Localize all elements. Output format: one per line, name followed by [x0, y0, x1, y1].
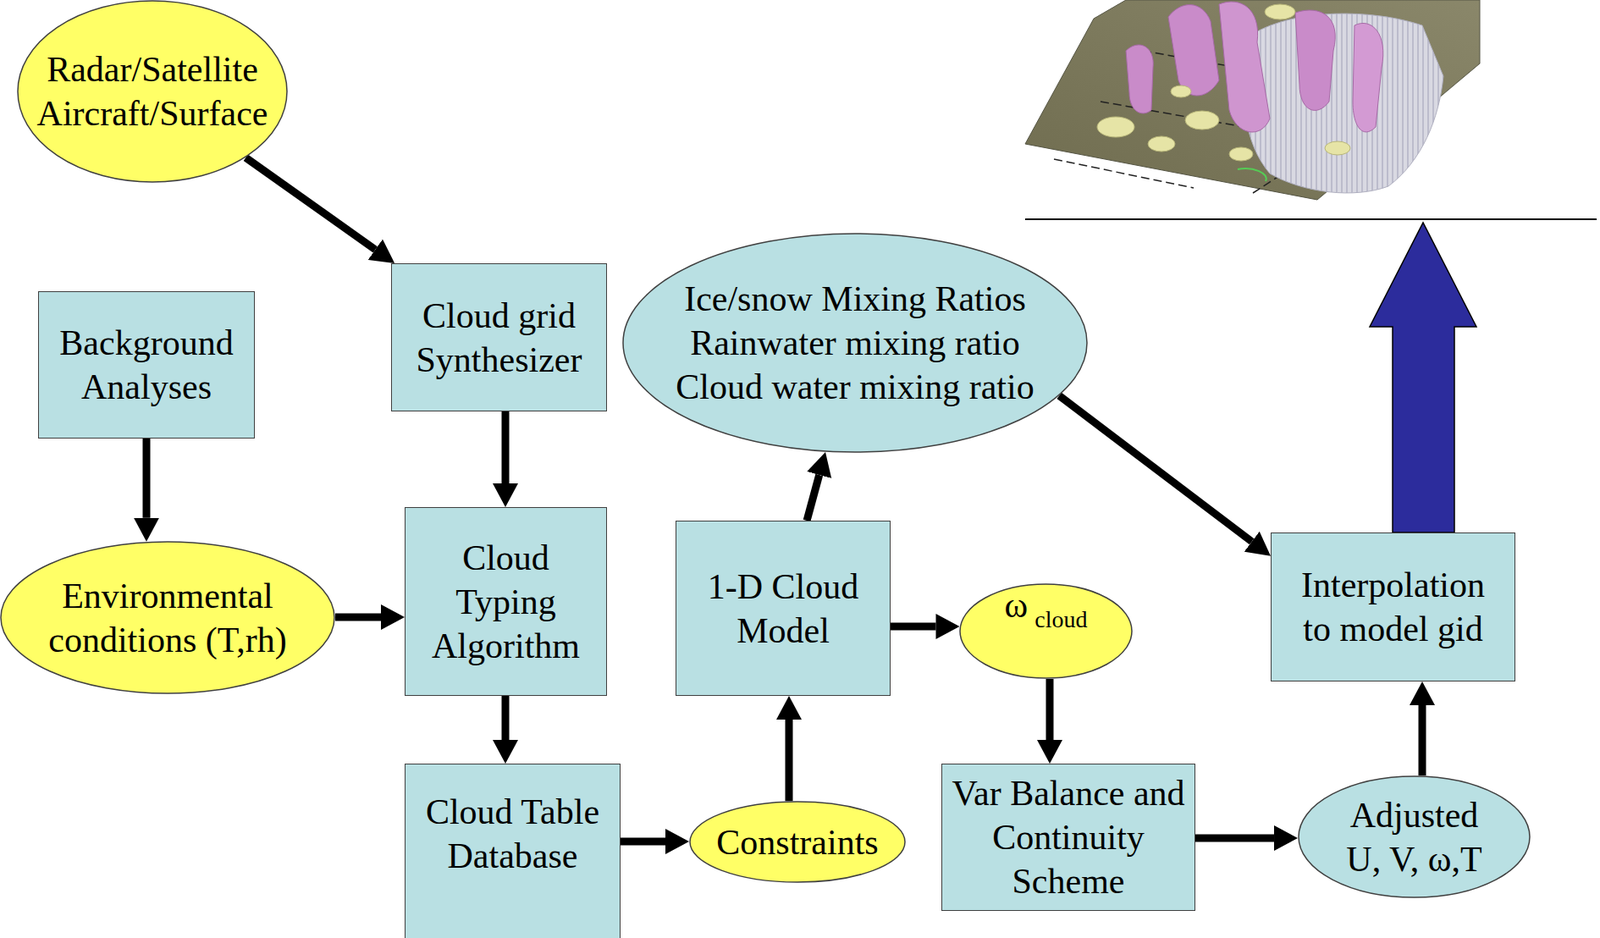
flow-arrow — [1195, 834, 1275, 843]
render-ice — [1168, 5, 1220, 96]
input-ellipse: Constraints — [689, 800, 906, 883]
flow-arrow — [143, 438, 151, 519]
input-ellipse: Environmental conditions (T,rh) — [0, 540, 336, 695]
process-box: Cloud grid Synthesizer — [391, 263, 607, 412]
flow-arrow — [335, 613, 381, 622]
data-source-ellipse: Radar/Satellite Aircraft/Surface — [16, 0, 288, 183]
flow-arrow — [502, 695, 510, 740]
render-rain — [1185, 110, 1220, 130]
node-label: Environmental conditions (T,rh) — [32, 573, 304, 663]
render-cloud-mass — [1244, 13, 1444, 194]
flow-arrow — [1059, 395, 1252, 541]
flow-arrow — [890, 623, 936, 631]
cloud-render — [1025, 0, 1480, 200]
node-label: Var Balance and Continuity Scheme — [943, 771, 1194, 904]
ellipse-outline — [16, 0, 288, 183]
output-ellipse: Adjusted U, V, ω,T — [1297, 775, 1531, 899]
process-box: Cloud Typing Algorithm — [404, 507, 607, 696]
flow-arrow — [620, 838, 666, 846]
node-label: ω — [1004, 583, 1029, 628]
flow-arrow — [1046, 678, 1054, 740]
render-ice — [1219, 1, 1270, 133]
output-ellipse: Ice/snow Mixing Ratios Rainwater mixing … — [622, 232, 1088, 453]
node-label: Cloud Typing Algorithm — [419, 535, 593, 668]
flow-arrow — [785, 719, 794, 801]
node-label: Ice/snow Mixing Ratios Rainwater mixing … — [656, 276, 1054, 409]
process-box: Background Analyses — [38, 291, 255, 439]
ellipse-shape — [17, 0, 287, 183]
render-contour — [1237, 168, 1267, 182]
variable-ellipse: ωcloud — [959, 583, 1133, 679]
render-rain — [1229, 147, 1253, 161]
separator-line — [1025, 218, 1597, 221]
ellipse-outline — [0, 540, 336, 695]
subscript-label: cloud — [1034, 597, 1087, 642]
node-label: Background Analyses — [49, 320, 244, 409]
flow-arrow — [1418, 705, 1427, 776]
output-arrow — [1369, 222, 1477, 533]
ellipse-outline — [1297, 775, 1531, 899]
ellipse-shape — [960, 584, 1132, 679]
node-label: Radar/Satellite Aircraft/Surface — [36, 47, 270, 136]
database-box: Cloud Table Database — [404, 763, 621, 938]
render-ground — [1025, 0, 1480, 200]
ellipse-shape — [1298, 776, 1530, 898]
process-box: Interpolation to model gid — [1270, 532, 1516, 682]
node-label: Cloud grid Synthesizer — [402, 293, 597, 382]
ellipse-shape — [0, 541, 335, 694]
ellipse-shape — [623, 233, 1087, 453]
node-label: Adjusted U, V, ω,T — [1335, 793, 1493, 882]
node-label: Cloud Table Database — [411, 789, 615, 878]
render-rain — [1147, 136, 1176, 152]
process-box: 1-D Cloud Model — [675, 520, 891, 696]
render-ice — [1295, 10, 1336, 111]
render-ice — [1352, 22, 1384, 132]
node-label: Constraints — [695, 820, 900, 865]
flow-arrow — [502, 411, 510, 484]
render-ice — [1125, 44, 1154, 114]
render-rain — [1264, 4, 1296, 20]
node-label: 1-D Cloud Model — [692, 564, 875, 653]
ellipse-shape — [689, 801, 905, 883]
render-rain — [1170, 85, 1192, 98]
process-box: Var Balance and Continuity Scheme — [941, 763, 1196, 911]
node-label: Interpolation to model gid — [1291, 562, 1496, 652]
render-rain — [1097, 116, 1135, 138]
flow-arrow — [806, 474, 820, 521]
render-rain — [1324, 141, 1351, 155]
flow-arrow — [245, 157, 376, 250]
